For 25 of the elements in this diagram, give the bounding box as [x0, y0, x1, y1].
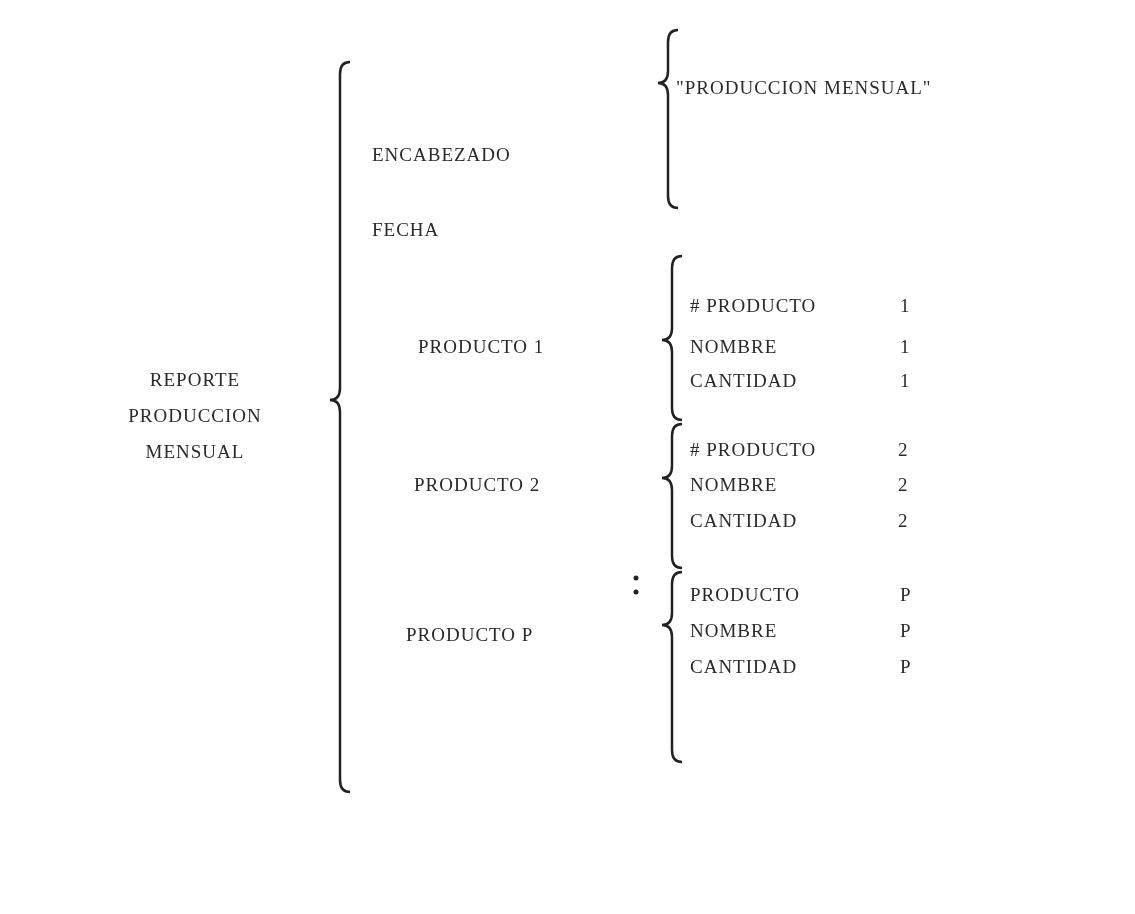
label-text: REPORTE PRODUCCION MENSUAL: [127, 368, 263, 464]
label-text: P: [900, 655, 912, 679]
label-text: NOMBRE: [690, 619, 778, 643]
label-text: PRODUCTO 1: [418, 335, 545, 359]
label-text: PRODUCTO: [690, 583, 801, 607]
label-text: PRODUCTO P: [406, 623, 534, 647]
label-text: CANTIDAD: [690, 509, 798, 533]
label-text: FECHA: [372, 218, 440, 242]
label-text: CANTIDAD: [690, 655, 798, 679]
label-text: # PRODUCTO: [690, 294, 817, 318]
label-text: 2: [898, 438, 909, 462]
label-text: NOMBRE: [690, 473, 778, 497]
label-text: ENCABEZADO: [372, 143, 511, 167]
label-text: P: [900, 583, 912, 607]
label-text: NOMBRE: [690, 335, 778, 359]
label-text: "PRODUCCION MENSUAL": [676, 76, 932, 100]
label-text: P: [900, 619, 912, 643]
label-text: 2: [898, 509, 909, 533]
label-text: 2: [898, 473, 909, 497]
label-text: 1: [900, 294, 911, 318]
label-text: # PRODUCTO: [690, 438, 817, 462]
label-text: PRODUCTO 2: [414, 473, 541, 497]
label-text: CANTIDAD: [690, 369, 798, 393]
label-text: 1: [900, 335, 911, 359]
label-text: 1: [900, 369, 911, 393]
